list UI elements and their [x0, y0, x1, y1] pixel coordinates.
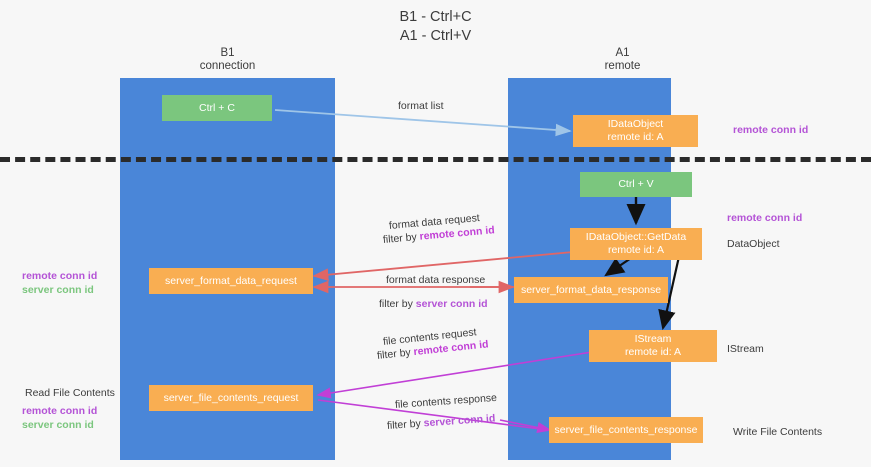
annotation-left-conn-ids-2: remote conn id server conn id [22, 404, 97, 432]
node-server-format-data-request[interactable]: server_format_data_request [149, 268, 313, 294]
node-ctrl-v[interactable]: Ctrl + V [580, 172, 692, 197]
annotation-text: remote conn id [733, 124, 809, 136]
title-line-2: A1 - Ctrl+V [399, 28, 472, 44]
filter-key: server conn id [423, 412, 496, 430]
annotation-text: Read File Contents [25, 387, 115, 399]
column-header-a1: A1 remote [535, 47, 710, 73]
node-server-format-data-response[interactable]: server_format_data_response [514, 277, 668, 303]
filter-prefix: filter by [382, 230, 421, 246]
node-idataobject-getdata-line1: IDataObject::GetData [585, 231, 687, 243]
annotation-remote-conn-id: remote conn id [22, 405, 98, 417]
node-server-file-contents-response[interactable]: server_file_contents_response [549, 417, 703, 443]
section-divider [0, 157, 871, 162]
node-server-file-contents-request-label: server_file_contents_request [163, 391, 299, 404]
filter-key: server conn id [415, 298, 488, 310]
edge-label-format-data-response: format data response [386, 274, 486, 286]
node-server-format-data-response-label: server_format_data_response [520, 283, 662, 296]
title-line-1: B1 - Ctrl+C [399, 9, 472, 25]
node-ctrl-v-label: Ctrl + V [618, 178, 654, 190]
annotation-text: DataObject [727, 238, 780, 250]
annotation-write-file-contents: Write File Contents [733, 425, 822, 439]
annotation-text: remote conn id [727, 212, 803, 224]
node-istream[interactable]: IStream remote id: A [589, 330, 717, 362]
page-title: B1 - Ctrl+C A1 - Ctrl+V [0, 8, 871, 46]
annotation-server-conn-id: server conn id [22, 284, 94, 296]
column-header-b1-sub: connection [199, 60, 256, 72]
annotation-istream: IStream [727, 342, 764, 356]
node-ctrl-c[interactable]: Ctrl + C [162, 95, 272, 121]
node-server-file-contents-request[interactable]: server_file_contents_request [149, 385, 313, 411]
column-header-b1-name: B1 [220, 47, 235, 59]
edge-label-format-list: format list [398, 100, 444, 112]
annotation-text: IStream [727, 343, 764, 355]
node-istream-line1: IStream [634, 333, 672, 345]
node-idataobject-top[interactable]: IDataObject remote id: A [573, 115, 698, 147]
filter-prefix: filter by [379, 298, 416, 310]
filter-prefix: filter by [376, 346, 415, 362]
column-header-a1-sub: remote [604, 60, 641, 72]
annotation-text: Write File Contents [733, 426, 823, 438]
node-idataobject-getdata[interactable]: IDataObject::GetData remote id: A [570, 228, 702, 260]
annotation-server-conn-id: server conn id [22, 419, 94, 431]
column-header-a1-name: A1 [615, 47, 630, 59]
node-istream-line2: remote id: A [624, 346, 682, 358]
node-idataobject-top-line2: remote id: A [607, 131, 664, 143]
annotation-remote-conn-id-mid: remote conn id [727, 211, 802, 225]
edge-label-file-contents-response-filter: filter by server conn id [387, 412, 496, 432]
node-server-file-contents-response-label: server_file_contents_response [554, 423, 698, 436]
annotation-read-file-contents: Read File Contents [25, 386, 115, 400]
annotation-remote-conn-id: remote conn id [22, 270, 98, 282]
node-idataobject-getdata-line2: remote id: A [607, 244, 665, 256]
node-idataobject-top-line1: IDataObject [607, 118, 664, 130]
annotation-left-conn-ids: remote conn id server conn id [22, 269, 97, 297]
edge-label-file-contents-response: file contents response [394, 391, 498, 411]
column-header-b1: B1 connection [140, 47, 315, 73]
annotation-remote-conn-id-top: remote conn id [733, 123, 808, 137]
edge-label-format-data-response-filter: filter by server conn id [379, 298, 488, 310]
node-ctrl-c-label: Ctrl + C [199, 101, 235, 114]
node-server-format-data-request-label: server_format_data_request [165, 274, 297, 287]
filter-prefix: filter by [386, 417, 425, 432]
annotation-data-object: DataObject [727, 237, 780, 251]
